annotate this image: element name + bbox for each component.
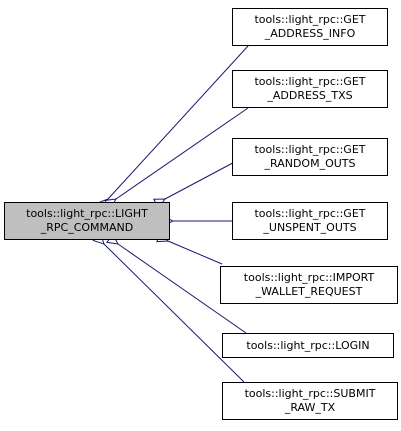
derived-node-get-address-txs[interactable]: tools::light_rpc::GET _ADDRESS_TXS	[232, 70, 388, 108]
derived-node-get-random-outs[interactable]: tools::light_rpc::GET _RANDOM_OUTS	[232, 138, 388, 176]
edge-import-wallet-request	[168, 241, 223, 265]
derived-label-line1: tools::light_rpc::LOGIN	[246, 338, 370, 352]
edge-get-address-info	[108, 45, 249, 199]
derived-label-line2: _ADDRESS_INFO	[264, 27, 356, 40]
edge-get-address-txs	[116, 107, 249, 199]
derived-node-import-wallet-request[interactable]: tools::light_rpc::IMPORT _WALLET_REQUEST	[220, 266, 398, 304]
derived-label-line2: _WALLET_REQUEST	[255, 285, 363, 298]
base-class-label-line1: tools::light_rpc::LIGHT	[26, 207, 148, 220]
derived-label-line2: _RAW_TX	[284, 401, 336, 414]
derived-node-get-address-info[interactable]: tools::light_rpc::GET _ADDRESS_INFO	[232, 8, 388, 46]
derived-label-line1: tools::light_rpc::SUBMIT	[244, 387, 376, 400]
derived-node-login[interactable]: tools::light_rpc::LOGIN	[222, 333, 394, 358]
derived-label-line1: tools::light_rpc::GET	[254, 207, 366, 220]
edge-login	[118, 244, 247, 334]
derived-label-line2: _RANDOM_OUTS	[264, 157, 356, 170]
base-class-label-line2: _RPC_COMMAND	[40, 221, 134, 234]
derived-label-line1: tools::light_rpc::GET	[254, 143, 366, 156]
derived-label-line1: tools::light_rpc::GET	[254, 13, 366, 26]
derived-node-submit-raw-tx[interactable]: tools::light_rpc::SUBMIT _RAW_TX	[222, 382, 398, 420]
edge-submit-raw-tx	[104, 244, 245, 383]
derived-label-line1: tools::light_rpc::IMPORT	[243, 271, 375, 284]
derived-label-line2: _UNSPENT_OUTS	[263, 221, 357, 234]
derived-label-line2: _ADDRESS_TXS	[267, 89, 353, 102]
derived-label-line1: tools::light_rpc::GET	[254, 75, 366, 88]
base-class-node[interactable]: tools::light_rpc::LIGHT _RPC_COMMAND	[4, 202, 170, 240]
edge-get-random-outs	[165, 156, 245, 199]
derived-node-get-unspent-outs[interactable]: tools::light_rpc::GET _UNSPENT_OUTS	[232, 202, 388, 240]
